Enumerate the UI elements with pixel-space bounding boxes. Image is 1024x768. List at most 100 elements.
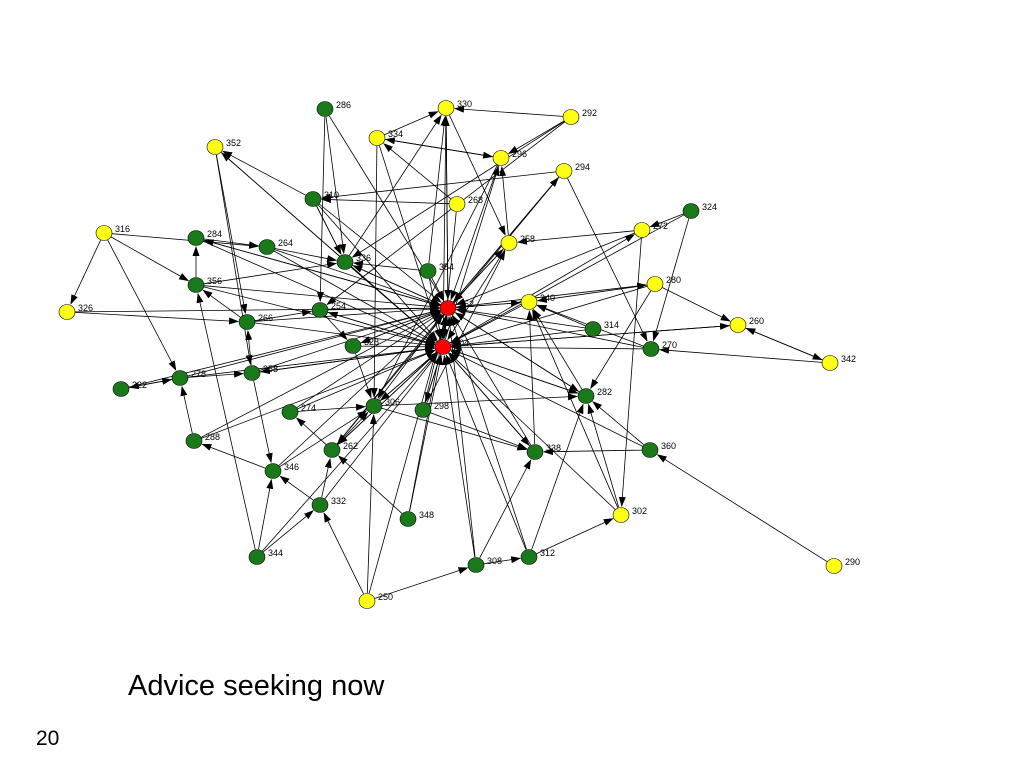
edge-316-to-326 — [70, 240, 101, 305]
node-340-marker — [520, 294, 538, 310]
node-328: 328 — [344, 337, 379, 354]
node-314: 314 — [584, 320, 619, 337]
node-258-marker — [500, 235, 518, 251]
node-268-label: 268 — [468, 195, 483, 205]
edge-310-to-304 — [317, 204, 438, 341]
node-330-marker — [437, 100, 455, 116]
edge-252-to-340 — [455, 299, 521, 308]
edge-312-to-252 — [450, 315, 527, 550]
edge-360-to-282 — [592, 401, 645, 446]
node-274: 274 — [281, 403, 316, 420]
node-348-label: 348 — [419, 510, 434, 520]
node-308-marker — [467, 557, 485, 573]
edge-332-to-304 — [324, 353, 439, 499]
edge-264-to-304 — [273, 250, 437, 344]
edge-304-to-352 — [221, 152, 438, 343]
node-258-label: 258 — [520, 234, 535, 244]
node-324: 324 — [682, 202, 717, 219]
node-314-label: 314 — [604, 320, 619, 330]
edge-328-to-304 — [360, 343, 435, 351]
edge-296-to-306 — [377, 164, 498, 399]
node-270-marker — [642, 341, 660, 357]
edge-286-to-254 — [316, 116, 326, 302]
edge-358-to-346 — [253, 380, 273, 464]
node-310-marker — [304, 191, 322, 207]
edge-274-to-252 — [296, 312, 442, 408]
node-360: 360 — [641, 441, 676, 458]
edge-266-to-356 — [202, 289, 241, 318]
node-278: 278 — [171, 369, 206, 386]
node-286-label: 286 — [336, 100, 351, 110]
node-332: 332 — [311, 496, 346, 513]
edge-298-to-338 — [430, 412, 528, 450]
edge-264-to-252 — [274, 249, 441, 306]
node-264-marker — [258, 239, 276, 255]
node-360-marker — [641, 442, 659, 458]
edge-270-to-304 — [451, 343, 644, 351]
edge-324-to-272 — [649, 213, 684, 228]
node-356-marker — [187, 277, 205, 293]
node-266-marker — [238, 314, 256, 330]
node-342-label: 342 — [841, 354, 856, 364]
edge-340-to-304 — [450, 305, 523, 344]
edge-272-to-302 — [618, 237, 642, 507]
edge-310-to-352 — [222, 150, 307, 196]
edge-288-to-252 — [200, 311, 441, 438]
edge-344-to-356 — [196, 292, 256, 550]
edge-314-to-340 — [536, 305, 586, 327]
edge-278-to-358 — [187, 370, 244, 378]
node-260: 260 — [729, 316, 764, 333]
node-348: 348 — [399, 510, 434, 527]
edge-306-to-338 — [381, 407, 528, 451]
node-270-label: 270 — [662, 340, 677, 350]
edge-306-to-252 — [378, 314, 444, 400]
edge-352-to-266 — [216, 154, 248, 315]
edge-250-to-308 — [374, 567, 469, 599]
edge-332-to-346 — [279, 475, 314, 501]
node-252-label: 252 — [459, 299, 474, 309]
node-340-label: 340 — [540, 293, 555, 303]
node-316-label: 316 — [115, 224, 130, 234]
edge-306-to-282 — [381, 393, 578, 406]
node-290: 290 — [825, 557, 860, 574]
node-336: 336 — [336, 253, 371, 270]
edge-346-to-288 — [201, 443, 266, 469]
edge-356-to-336 — [203, 261, 338, 285]
node-282-label: 282 — [597, 387, 612, 397]
edge-262-to-274 — [295, 417, 327, 445]
node-338-marker — [526, 444, 544, 460]
edge-254-to-252 — [327, 304, 440, 312]
node-334-marker — [368, 130, 386, 146]
edge-330-to-258 — [449, 115, 506, 236]
node-290-label: 290 — [845, 557, 860, 567]
node-288-marker — [185, 433, 203, 449]
node-262-label: 262 — [343, 441, 358, 451]
node-332-label: 332 — [331, 496, 346, 506]
edge-342-to-260 — [745, 328, 823, 361]
edge-344-to-304 — [262, 352, 438, 552]
node-310-label: 310 — [324, 190, 339, 200]
edge-270-to-252 — [455, 308, 644, 348]
edge-308-to-338 — [479, 459, 532, 559]
edge-264-to-336 — [274, 248, 338, 263]
node-358-label: 358 — [263, 364, 278, 374]
node-260-marker — [729, 317, 747, 333]
node-290-marker — [825, 558, 843, 574]
node-344-marker — [248, 549, 266, 565]
node-312-marker — [520, 549, 538, 565]
edge-304-to-338 — [447, 352, 530, 446]
node-328-marker — [344, 338, 362, 354]
node-296-label: 296 — [512, 149, 527, 159]
node-334-label: 334 — [388, 129, 403, 139]
node-280-marker — [646, 276, 664, 292]
edge-316-to-356 — [110, 236, 190, 282]
node-354-marker — [419, 263, 437, 279]
edge-332-to-262 — [321, 457, 332, 498]
node-254: 254 — [311, 301, 346, 318]
edge-284-to-304 — [203, 240, 436, 344]
node-334: 334 — [368, 129, 403, 146]
edge-258-to-304 — [447, 249, 506, 341]
edge-252-to-282 — [454, 311, 580, 392]
